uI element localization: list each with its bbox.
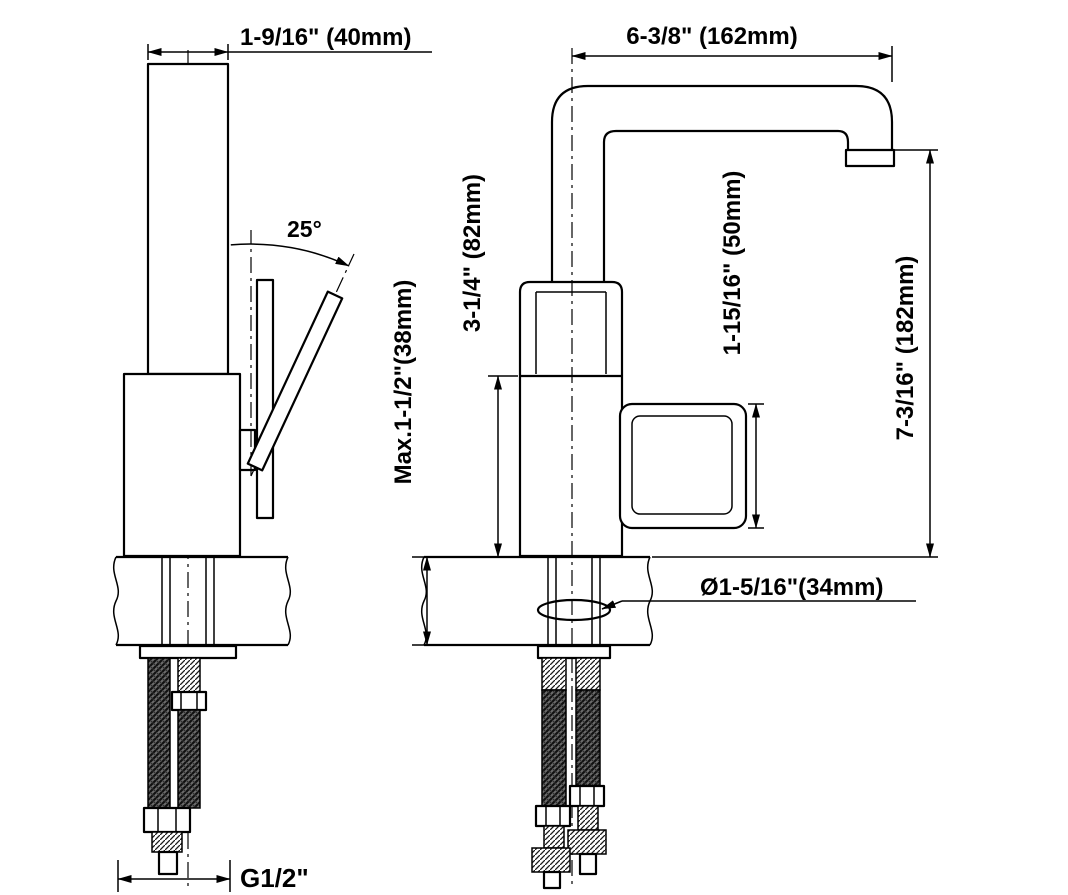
label-body-height: 3-1/4" (82mm) (459, 174, 486, 332)
side-thread-right (577, 805, 599, 831)
label-max-deck-thickness: Max.1-1/2"(38mm) (390, 280, 417, 485)
side-stud-right (575, 657, 601, 691)
side-spout-tube (550, 84, 896, 282)
label-handle-angle: 25° (287, 216, 322, 242)
side-handle-outer (618, 402, 748, 530)
front-hose-left (147, 657, 171, 809)
label-overall-height: 7-3/16" (182mm) (892, 256, 919, 441)
side-hose-right (575, 689, 601, 787)
spout-inner-line (602, 129, 850, 282)
side-neck (518, 280, 624, 376)
front-mounting-flange (138, 644, 238, 660)
spout-nozzle (844, 148, 896, 168)
side-countertop (421, 555, 653, 660)
side-body (518, 280, 624, 558)
mounting-hole-ellipse (536, 598, 612, 622)
dim-body-height: 3-1/4" (82mm) (459, 174, 518, 558)
side-handle-inner (631, 415, 733, 515)
front-view: 1-9/16" (40mm) 25° G1/2" (113, 24, 432, 893)
side-mounting-flange (536, 644, 612, 660)
side-view: 6-3/8" (162mm) Max.1-1/2"(38mm) 3-1/4" (… (390, 23, 938, 890)
side-tube-right (578, 852, 598, 876)
spout-outer-line (550, 84, 894, 282)
front-hose-right (177, 709, 201, 809)
side-hex-left (534, 804, 572, 828)
side-nut-left (531, 847, 571, 873)
side-hex-right (568, 784, 606, 808)
side-counter-break-left (421, 556, 427, 646)
dim-front-spout-width: 1-9/16" (40mm) (147, 24, 432, 60)
front-handle-plate (255, 278, 275, 520)
side-handle (618, 402, 748, 530)
label-hole-diameter: Ø1-5/16"(34mm) (700, 574, 883, 601)
dim-hole-diameter: Ø1-5/16"(34mm) (601, 574, 916, 610)
handle-angle-arc (230, 243, 350, 267)
side-supply-hoses (531, 657, 607, 890)
label-front-spout-width: 1-9/16" (40mm) (240, 24, 411, 51)
front-handle (230, 230, 355, 520)
label-handle-length: 1-15/16" (50mm) (719, 171, 746, 356)
front-counter-break-right (285, 556, 291, 646)
side-hose-left (541, 689, 567, 807)
front-end-thread (151, 831, 183, 853)
leader-arrow (601, 600, 623, 610)
dim-thread-size: G1/2" (117, 860, 309, 893)
front-counter-break-left (113, 556, 119, 646)
side-body-block (518, 374, 624, 558)
front-bottom-fitting (142, 806, 192, 876)
front-end-tube (157, 850, 179, 876)
side-thread-left (543, 825, 565, 849)
front-threaded-stud (177, 657, 201, 693)
side-tube-left (542, 870, 562, 890)
dim-spout-reach: 6-3/8" (162mm) (571, 23, 893, 82)
front-countertop (113, 555, 291, 660)
dim-overall-height: 7-3/16" (182mm) (652, 149, 938, 558)
label-spout-reach: 6-3/8" (162mm) (626, 23, 797, 50)
side-nut-right (567, 829, 607, 855)
side-stud-left (541, 657, 567, 691)
front-handle-lever (246, 290, 344, 472)
dim-max-deck-thickness: Max.1-1/2"(38mm) (390, 280, 440, 646)
dim-handle-length: 1-15/16" (50mm) (719, 171, 764, 529)
label-thread-size: G1/2" (240, 863, 309, 893)
front-supply-hoses (147, 657, 208, 809)
front-spout-body (146, 62, 230, 376)
front-hex-fitting (170, 690, 208, 712)
front-body-block (122, 372, 242, 558)
front-end-hex-nut (142, 806, 192, 834)
